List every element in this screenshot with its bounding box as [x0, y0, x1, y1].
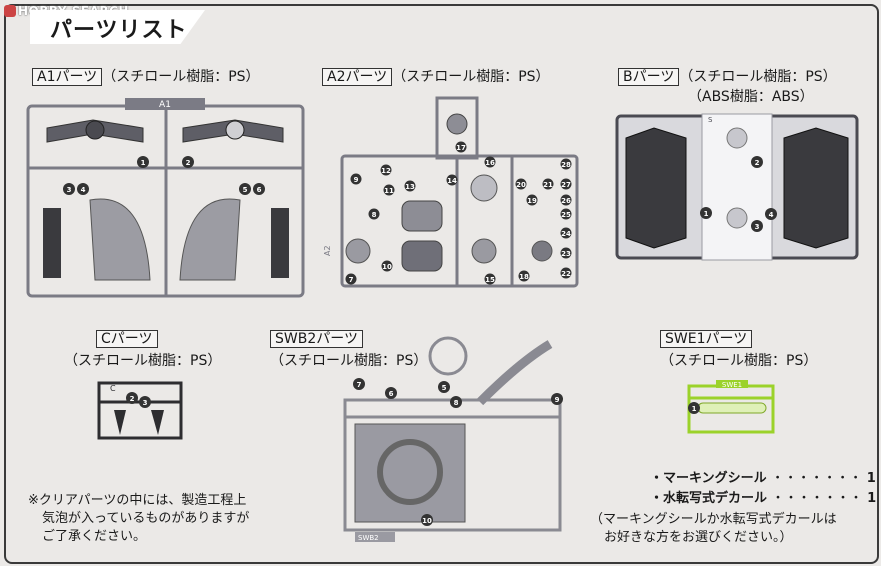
a1-num-1: 1: [141, 159, 146, 167]
b-name: Bパーツ: [618, 68, 680, 86]
swb2-num-9: 9: [555, 396, 560, 404]
b-material-abs: （ABS樹脂：ABS）: [688, 89, 814, 105]
a2-part-numbers: 7 8 9 10 11 12 13 14 15 16 17 18 19 20 2…: [345, 141, 572, 285]
swb2-name: SWB2パーツ: [270, 330, 363, 348]
c-runner: C 2 3: [97, 381, 183, 440]
c-header: Cパーツ: [96, 330, 158, 348]
b-material: （スチロール樹脂：PS）: [679, 69, 837, 85]
a2-num-12: 12: [381, 167, 391, 175]
a1-num-5: 5: [243, 186, 248, 194]
a1-name: A1パーツ: [32, 68, 103, 86]
b-num-3: 3: [755, 223, 760, 231]
water-decal-line: ・水転写式デカール ・・・・・・・ 1: [650, 490, 876, 508]
swe1-num-1: 1: [692, 405, 697, 413]
a2-num-18: 18: [519, 273, 529, 281]
b-num-2: 2: [755, 159, 760, 167]
a2-runner-label: A2: [323, 245, 332, 256]
a2-num-23: 23: [561, 250, 571, 258]
a1-num-4: 4: [81, 186, 86, 194]
a1-material: （スチロール樹脂：PS）: [102, 69, 260, 85]
a2-num-16: 16: [485, 159, 495, 167]
c-num-3: 3: [143, 399, 148, 407]
water-decal-count: 1: [867, 491, 877, 506]
b-runner: S 2 1 4 3: [615, 113, 859, 261]
a2-num-8: 8: [372, 211, 377, 219]
a2-num-28: 28: [561, 161, 571, 169]
swb2-runner: SWB2 5 6 7 8 9 10: [343, 336, 563, 542]
a1-header: A1パーツ（スチロール樹脂：PS）: [32, 66, 260, 86]
a2-num-22: 22: [561, 270, 571, 278]
a2-num-26: 26: [561, 197, 571, 205]
swb2-num-5: 5: [442, 384, 447, 392]
swe1-name: SWE1パーツ: [660, 330, 753, 348]
clear-parts-note-line-1: ※クリアパーツの中には、製造工程上: [28, 493, 247, 508]
c-material: （スチロール樹脂：PS）: [64, 353, 222, 369]
b-part-numbers: 2 1 4 3: [700, 156, 777, 232]
marking-seal-dots: ・・・・・・・: [771, 471, 863, 486]
clear-parts-note-line-2: 気泡が入っているものがありますが: [42, 511, 250, 526]
a1-part-numbers: 1 2 3 4 5 6: [63, 156, 265, 195]
b-runner-label: S: [708, 116, 713, 124]
swe1-runner-label: SWE1: [722, 381, 742, 389]
clear-parts-note: ※クリアパーツの中には、製造工程上 気泡が入っているものがありますが ご了承くだ…: [28, 492, 249, 546]
c-name: Cパーツ: [96, 330, 158, 348]
a2-material: （スチロール樹脂：PS）: [392, 69, 550, 85]
a2-num-21: 21: [543, 181, 553, 189]
swb2-num-7: 7: [357, 381, 362, 389]
page-title: パーツリスト: [50, 18, 188, 43]
b-header: Bパーツ（スチロール樹脂：PS）: [618, 66, 837, 86]
water-decal-label: ・水転写式デカール: [650, 491, 768, 506]
b-num-4: 4: [769, 211, 774, 219]
a2-num-24: 24: [561, 230, 571, 238]
a1-num-2: 2: [186, 159, 191, 167]
choice-note-line-1: （マーキングシールか水転写式デカールは: [590, 512, 837, 527]
a2-num-14: 14: [447, 177, 457, 185]
swe1-material: （スチロール樹脂：PS）: [660, 353, 818, 369]
swe1-part-numbers: 1: [688, 402, 700, 414]
a2-header: A2パーツ（スチロール樹脂：PS）: [322, 66, 550, 86]
water-decal-dots: ・・・・・・・: [771, 491, 863, 506]
marking-seal-line: ・マーキングシール ・・・・・・・ 1: [650, 470, 876, 488]
swb2-header: SWB2パーツ: [270, 330, 363, 348]
swb2-num-6: 6: [389, 390, 394, 398]
a2-num-11: 11: [384, 187, 394, 195]
a2-num-9: 9: [354, 176, 359, 184]
a2-num-19: 19: [527, 197, 537, 205]
swb2-num-10: 10: [422, 517, 432, 525]
swb2-num-8: 8: [454, 399, 459, 407]
a1-runner-label: A1: [159, 100, 171, 110]
c-num-2: 2: [130, 395, 135, 403]
choice-note-line-2: お好きな方をお選びください。）: [604, 530, 793, 545]
marking-seal-count: 1: [866, 471, 876, 486]
swb2-runner-label: SWB2: [358, 534, 379, 542]
swb2-material: （スチロール樹脂：PS）: [270, 353, 428, 369]
c-runner-label: C: [110, 384, 116, 393]
a2-num-7: 7: [349, 276, 354, 284]
hobby-search-logo-icon: [4, 5, 16, 17]
a1-runner: A1 1 2 3 4 5 6: [26, 98, 305, 298]
marking-seal-label: ・マーキングシール: [650, 471, 767, 486]
title-banner: [30, 10, 205, 44]
choice-note: （マーキングシールか水転写式デカールは お好きな方をお選びください。）: [590, 511, 837, 547]
a2-num-15: 15: [485, 276, 495, 284]
a1-num-3: 3: [67, 186, 72, 194]
a2-num-25: 25: [561, 211, 571, 219]
a2-num-17: 17: [456, 144, 466, 152]
c-part-numbers: 2 3: [126, 392, 151, 408]
a2-name: A2パーツ: [322, 68, 393, 86]
swe1-runner: SWE1 1: [687, 380, 775, 434]
a2-num-20: 20: [516, 181, 526, 189]
a1-num-6: 6: [257, 186, 262, 194]
a2-num-27: 27: [561, 181, 571, 189]
a2-num-13: 13: [405, 183, 415, 191]
b-num-1: 1: [704, 210, 709, 218]
swb2-part-numbers: 5 6 7 8 9 10: [353, 378, 563, 526]
a2-runner: A2 7 8 9 10 11 12 13 14 15 16 17 18 19 2…: [323, 96, 579, 288]
swe1-header: SWE1パーツ: [660, 330, 753, 348]
clear-parts-note-line-3: ご了承ください。: [42, 529, 147, 544]
a2-num-10: 10: [382, 263, 392, 271]
